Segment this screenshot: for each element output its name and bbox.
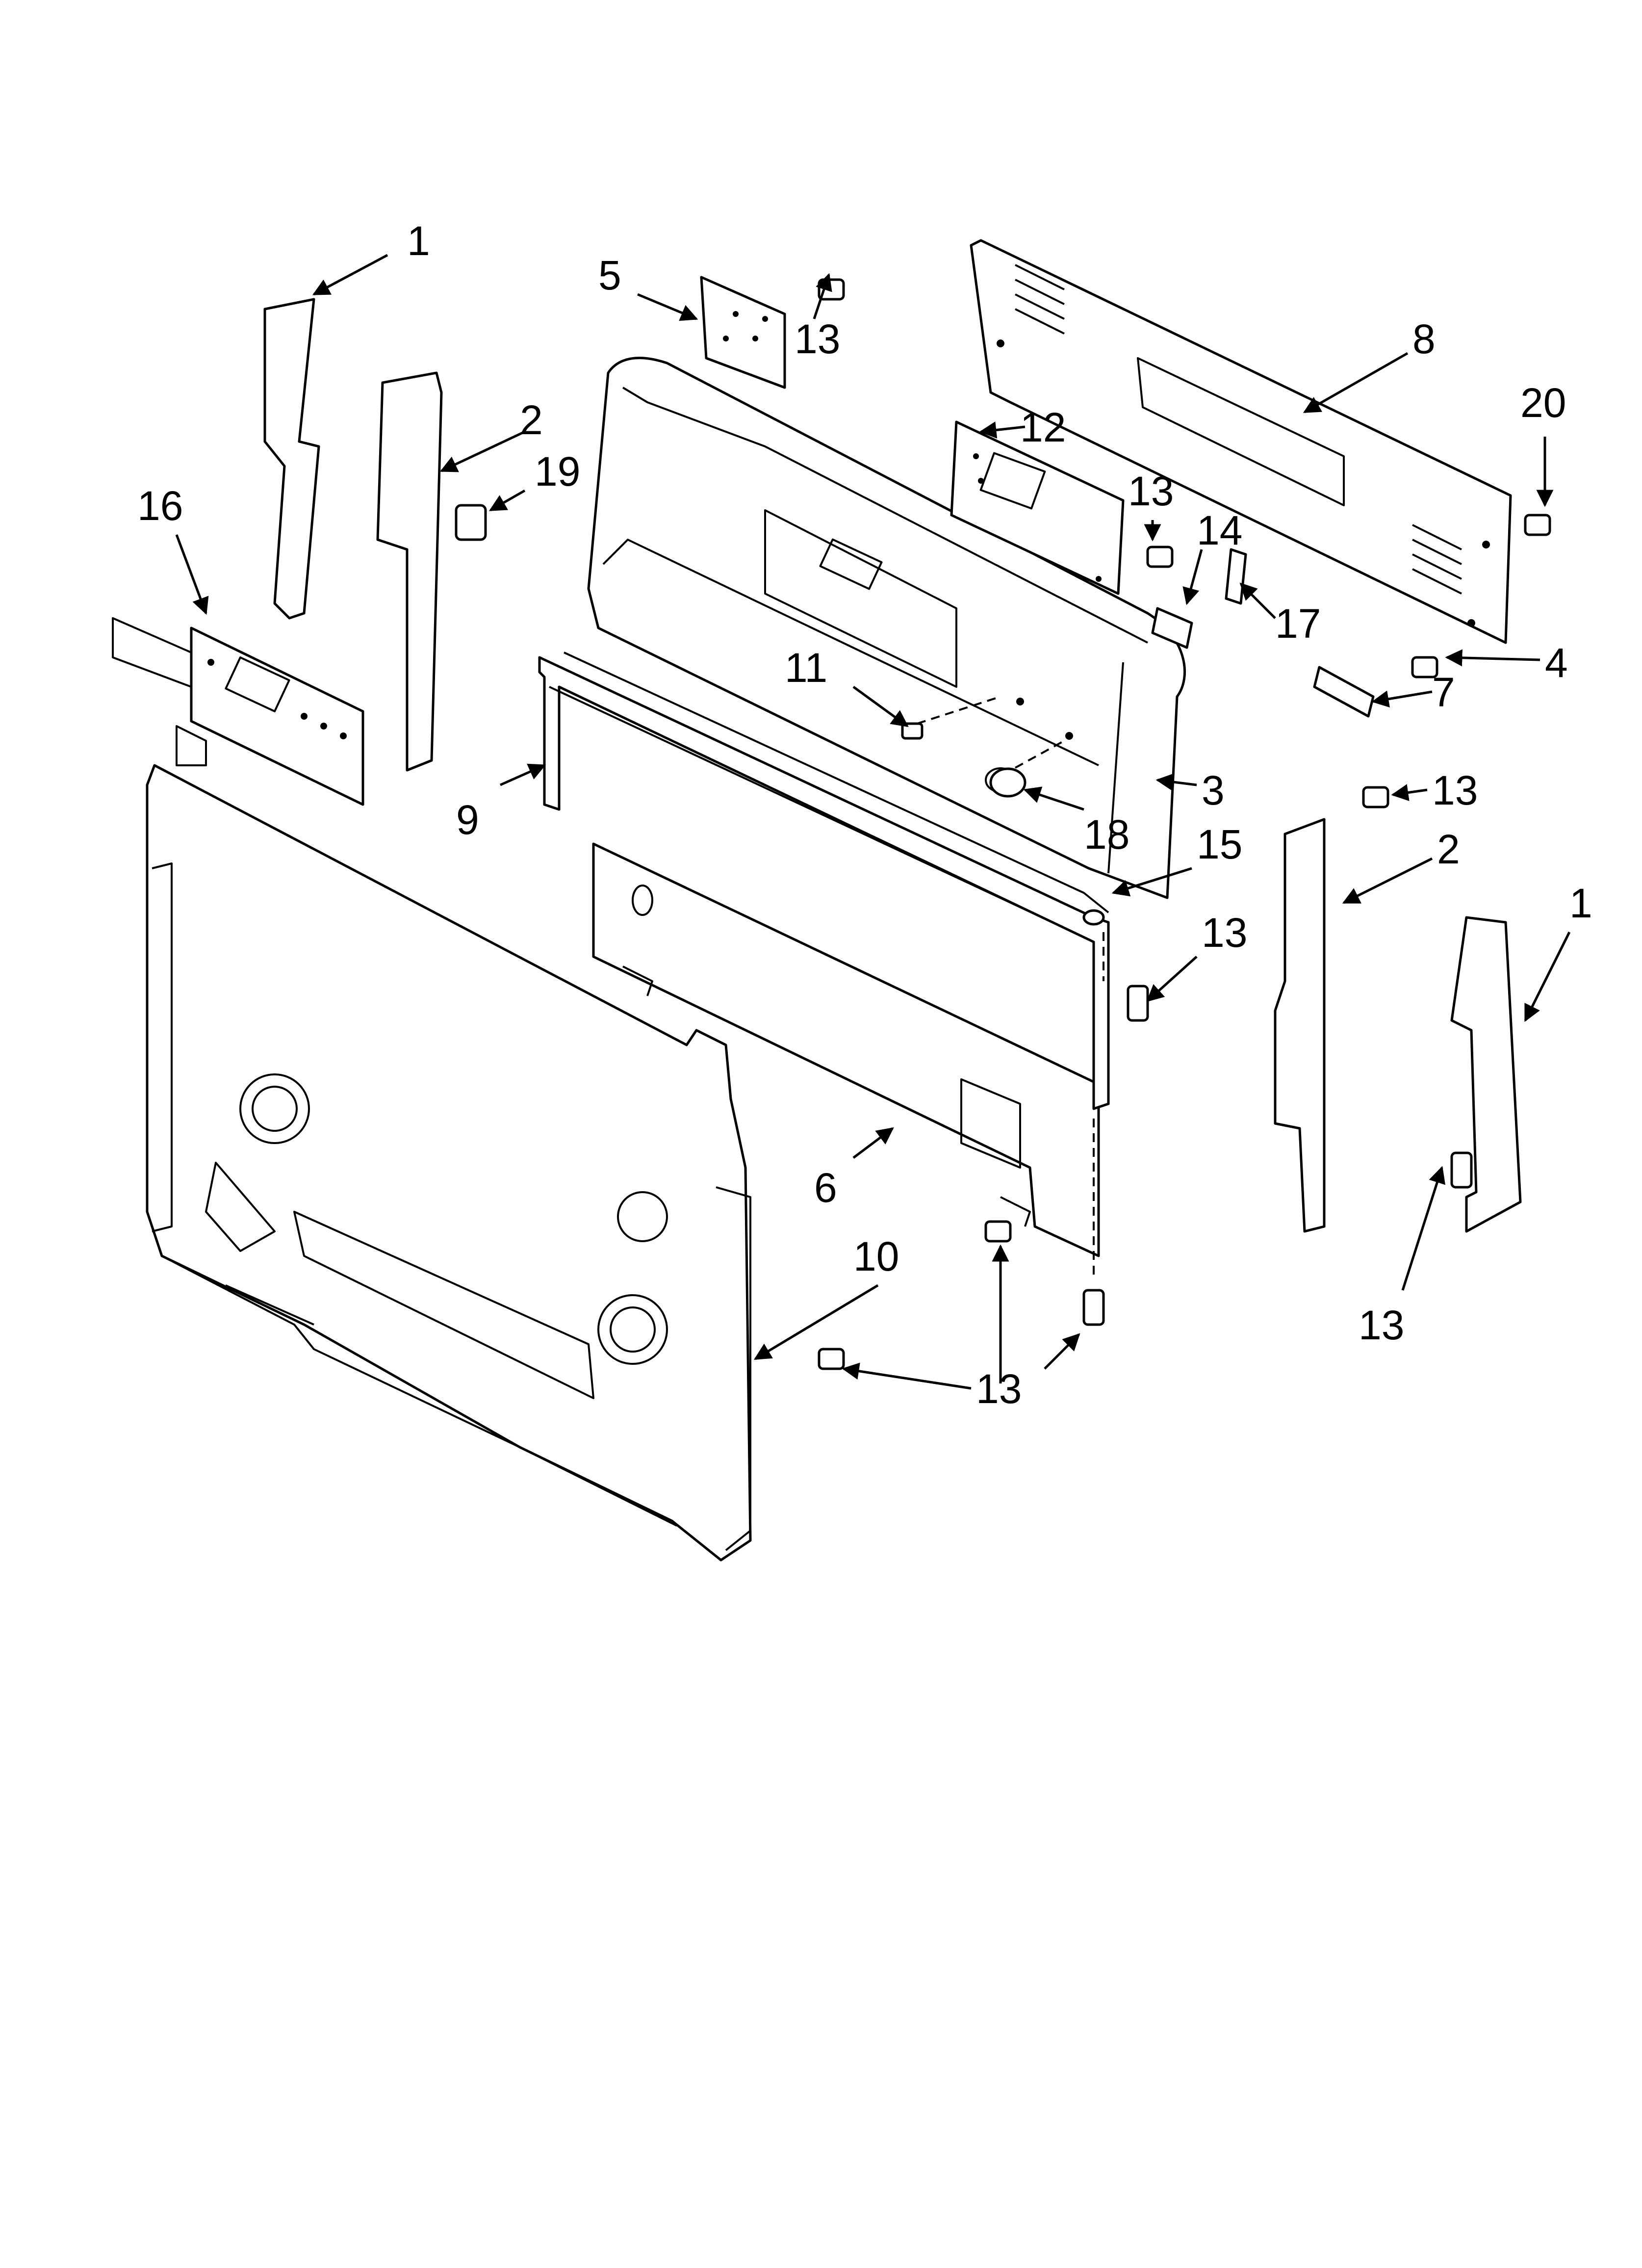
callout-13-b: 13	[1128, 468, 1174, 514]
callout-2-right: 2	[1437, 826, 1460, 872]
control-board	[950, 420, 1125, 595]
callout-13-c: 13	[1432, 767, 1478, 813]
callout-9: 9	[456, 797, 479, 843]
back-panel	[146, 725, 752, 1562]
side-bracket-left	[376, 371, 443, 772]
callout-18: 18	[1084, 811, 1129, 858]
callout-7: 7	[1432, 669, 1455, 715]
callout-1-left: 1	[407, 218, 430, 264]
callout-1-right: 1	[1569, 880, 1592, 926]
callout-16: 16	[137, 483, 183, 529]
touchpad-overlay	[112, 617, 364, 806]
callout-10: 10	[853, 1233, 899, 1279]
assembly-guides	[1093, 932, 1104, 1280]
callout-8: 8	[1412, 316, 1436, 362]
callout-19: 19	[535, 448, 580, 495]
callout-14: 14	[1197, 507, 1242, 553]
callout-15: 15	[1197, 821, 1242, 867]
callout-13-f: 13	[976, 1366, 1022, 1412]
callout-5: 5	[598, 252, 621, 298]
callout-13-d: 13	[1202, 910, 1247, 956]
callout-labels: 1 2 19 16 5 13 8 20 12 13 14 17 4 7 11 3…	[137, 218, 1592, 1412]
callout-13-a: 13	[795, 316, 840, 362]
manifold-panel-frame	[538, 652, 1110, 1110]
callout-12: 12	[1020, 404, 1066, 450]
callout-6: 6	[814, 1165, 837, 1211]
end-cap-left	[263, 298, 320, 620]
bracket-plate	[700, 276, 786, 389]
callout-13-e: 13	[1359, 1302, 1404, 1348]
callout-11: 11	[785, 645, 827, 691]
callout-17: 17	[1275, 600, 1321, 647]
rear-vent-cover	[970, 239, 1512, 644]
leader-lines	[175, 254, 1571, 1390]
callout-3: 3	[1202, 767, 1225, 813]
callout-20: 20	[1520, 380, 1566, 426]
end-cap-right	[1450, 916, 1522, 1233]
callout-2-left: 2	[520, 397, 543, 443]
callout-4: 4	[1545, 640, 1568, 686]
side-bracket-right	[1274, 818, 1326, 1233]
